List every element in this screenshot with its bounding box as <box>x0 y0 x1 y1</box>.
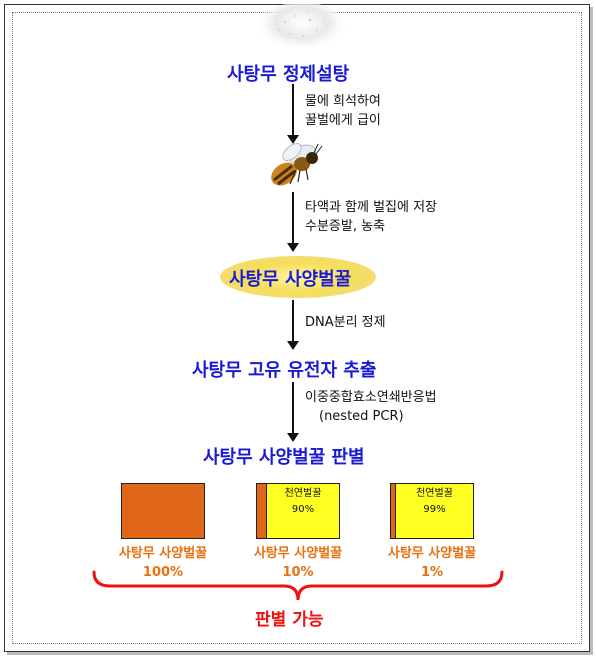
honey-drop-image <box>220 256 376 298</box>
arrow-2 <box>287 192 299 252</box>
note-dna: DNA분리 정제 <box>305 315 386 330</box>
arrow-1 <box>287 84 299 144</box>
sample-box-1: 천연벌꿀 99% <box>390 483 474 539</box>
sample-box-10-label: 천연벌꿀 90% <box>284 488 322 515</box>
verdict-label: 판별 가능 <box>255 610 324 630</box>
honeybee-image <box>271 143 323 186</box>
figure-frame <box>4 4 590 652</box>
step-refined-sugar: 사탕무 정제설탕 <box>227 64 350 85</box>
sample-box-100 <box>121 483 205 539</box>
result-label-10: 사탕무 사양벌꿀 10% <box>253 546 343 580</box>
red-brace <box>92 570 504 601</box>
step-gene-extraction: 사탕무 고유 유전자 추출 <box>192 360 377 381</box>
note-dilute: 물에 희석하여 꿀벌에게 급이 <box>305 94 381 128</box>
sugar-powder-image <box>258 4 346 54</box>
sample-box-10: 천연벌꿀 90% <box>256 483 340 539</box>
sample-box-1-label: 천연벌꿀 99% <box>416 488 453 515</box>
result-label-100: 사탕무 사양벌꿀 100% <box>118 546 208 580</box>
sample-box-10-orange-strip <box>257 484 267 538</box>
result-label-1: 사탕무 사양벌꿀 1% <box>387 546 477 580</box>
note-store: 타액과 함께 벌집에 저장 수분증발, 농축 <box>305 200 437 234</box>
step-discrimination: 사탕무 사양벌꿀 판별 <box>203 447 365 468</box>
sample-box-1-orange-strip <box>391 484 396 538</box>
step-sugar-fed-honey: 사탕무 사양벌꿀 <box>229 269 352 290</box>
note-pcr: 이중중합효소연쇄반응법 (nested PCR) <box>305 390 437 424</box>
arrow-4 <box>287 382 299 442</box>
arrow-3 <box>287 300 299 350</box>
